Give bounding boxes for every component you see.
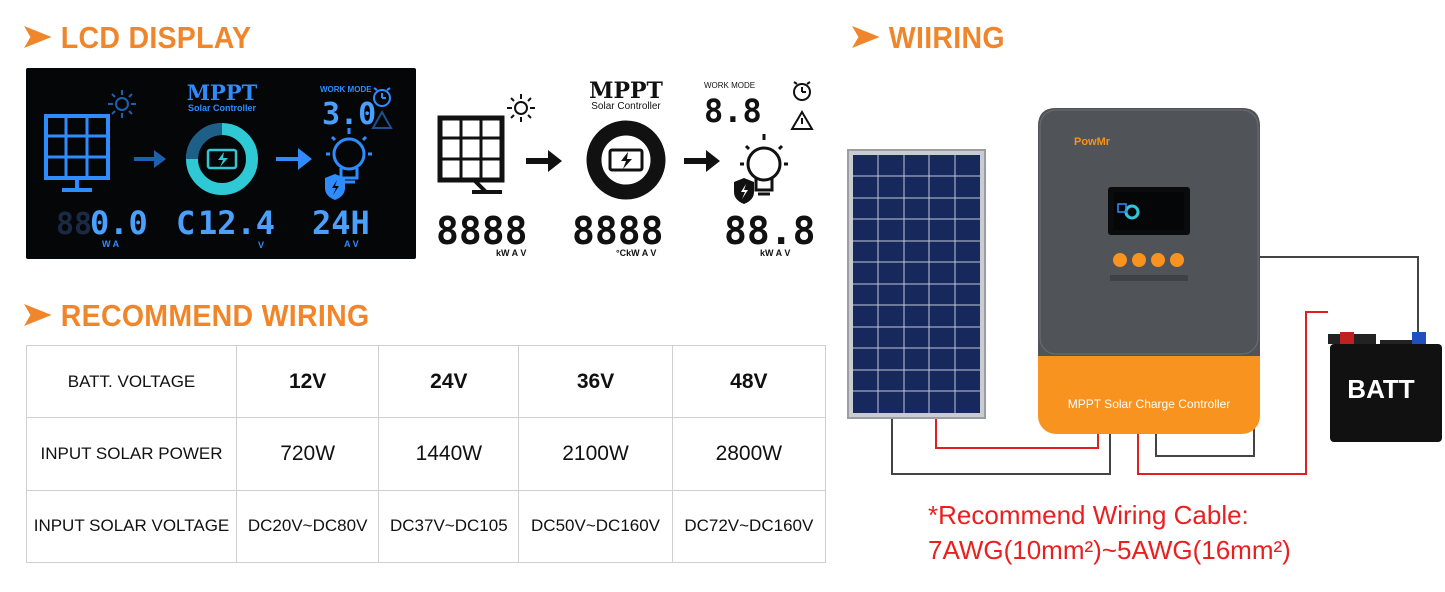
batt-value: 12.4 [198, 204, 275, 242]
wiring-title-text: WIIRING [888, 20, 1005, 55]
device-label: MPPT Solar Charge Controller [1068, 397, 1231, 411]
table-cell: 2100W [518, 417, 673, 491]
table-cell: DC50V~DC160V [518, 489, 673, 564]
load-value: 24H [312, 204, 370, 242]
work-mode-label: WORK MODE [704, 81, 755, 90]
row-header: BATT. VOLTAGE [26, 344, 237, 419]
table-cell: 36V [518, 344, 673, 419]
table-cell: DC72V~DC160V [671, 489, 827, 564]
lcd-dark-panel: MPPT Solar Controller WORK MODE 3.0 [26, 68, 416, 259]
cable-positive-pv [935, 418, 1099, 449]
table-cell: 48V [671, 344, 827, 419]
wiring-title: WIIRING [852, 20, 1005, 56]
table-row: INPUT SOLAR POWER 720W 1440W 2100W 2800W [26, 417, 827, 491]
row-header: INPUT SOLAR POWER [26, 417, 237, 491]
flow-arrow-icon [134, 150, 166, 168]
controller-ring-icon [186, 123, 258, 195]
pv-value: 0.0 [90, 204, 148, 242]
work-mode-label: WORK MODE [320, 85, 372, 94]
flow-arrow-icon [526, 150, 562, 172]
battery-image [1328, 332, 1442, 442]
warning-icon [371, 109, 393, 129]
alarm-clock-icon [373, 87, 391, 107]
cable-negative-pv [891, 418, 1111, 475]
arrow-icon [852, 20, 880, 56]
lcd-sub: Solar Controller [188, 103, 257, 113]
shield-icon [325, 174, 345, 200]
alarm-clock-icon [793, 81, 811, 101]
recommend-cable-note: *Recommend Wiring Cable: 7AWG(10mm²)~5AW… [928, 498, 1291, 568]
table-cell: 24V [378, 344, 520, 419]
light-bulb-icon [740, 134, 788, 196]
lcd-sub: Solar Controller [591, 101, 661, 112]
lcd-display-title-text: LCD DISPLAY [60, 20, 252, 55]
batt-value: 8888 [572, 209, 664, 253]
solar-panel-icon [437, 115, 505, 194]
recommend-line-1: *Recommend Wiring Cable: [928, 500, 1249, 530]
arrow-icon [24, 298, 52, 334]
light-bulb-icon [326, 128, 372, 184]
cable-positive-batt [1137, 311, 1328, 475]
solar-panel-image [847, 149, 986, 419]
batt-prefix: C [176, 204, 195, 242]
work-mode-value: 3.0 [322, 97, 376, 132]
load-value: 88.8 [724, 209, 816, 253]
recommend-wiring-title: RECOMMEND WIRING [24, 298, 369, 334]
charge-controller-image [1038, 108, 1260, 434]
flow-arrow-icon [276, 148, 312, 170]
battery-label: BATT [1347, 374, 1415, 404]
device-brand: PowMr [1074, 136, 1111, 148]
table-cell: 1440W [378, 417, 520, 491]
table-cell: DC37V~DC105 [378, 489, 520, 564]
work-mode-value: 8.8 [704, 92, 762, 130]
batt-units: °CkW A V [616, 248, 656, 258]
lcd-brand: MPPT [187, 80, 258, 105]
table-row: BATT. VOLTAGE 12V 24V 36V 48V [26, 344, 827, 419]
recommend-wiring-table: BATT. VOLTAGE 12V 24V 36V 48V INPUT SOLA… [26, 344, 827, 564]
warning-icon [790, 110, 814, 130]
recommend-wiring-title-text: RECOMMEND WIRING [60, 298, 370, 333]
table-row: INPUT SOLAR VOLTAGE DC20V~DC80V DC37V~DC… [26, 489, 827, 564]
arrow-icon [24, 20, 52, 56]
pv-units: W A [102, 239, 120, 249]
controller-ring-icon [586, 120, 666, 200]
wiring-diagram: PowMr MPPT Solar Charge Controller BATT [840, 100, 1445, 490]
shield-icon [734, 178, 754, 204]
lcd-display-title: LCD DISPLAY [24, 20, 251, 56]
table-cell: 12V [235, 344, 380, 419]
row-header: INPUT SOLAR VOLTAGE [26, 489, 237, 564]
flow-arrow-icon [684, 150, 720, 172]
sun-icon [507, 94, 535, 122]
table-cell: DC20V~DC80V [235, 489, 380, 564]
recommend-line-2: 7AWG(10mm²)~5AWG(16mm²) [928, 535, 1291, 565]
sun-icon [108, 90, 136, 118]
lcd-brand: MPPT [589, 78, 663, 104]
lcd-segment-map: MPPT Solar Controller WORK MODE 8.8 [430, 68, 825, 268]
pv-ghost-digits: 88 [56, 207, 92, 242]
table-cell: 720W [235, 417, 380, 491]
batt-unit: V [258, 240, 264, 250]
solar-panel-icon [44, 114, 110, 192]
load-units: A V [344, 239, 359, 249]
pv-value: 8888 [436, 209, 528, 253]
table-cell: 2800W [671, 417, 827, 491]
pv-units: kW A V [496, 248, 526, 258]
load-units: kW A V [760, 248, 790, 258]
